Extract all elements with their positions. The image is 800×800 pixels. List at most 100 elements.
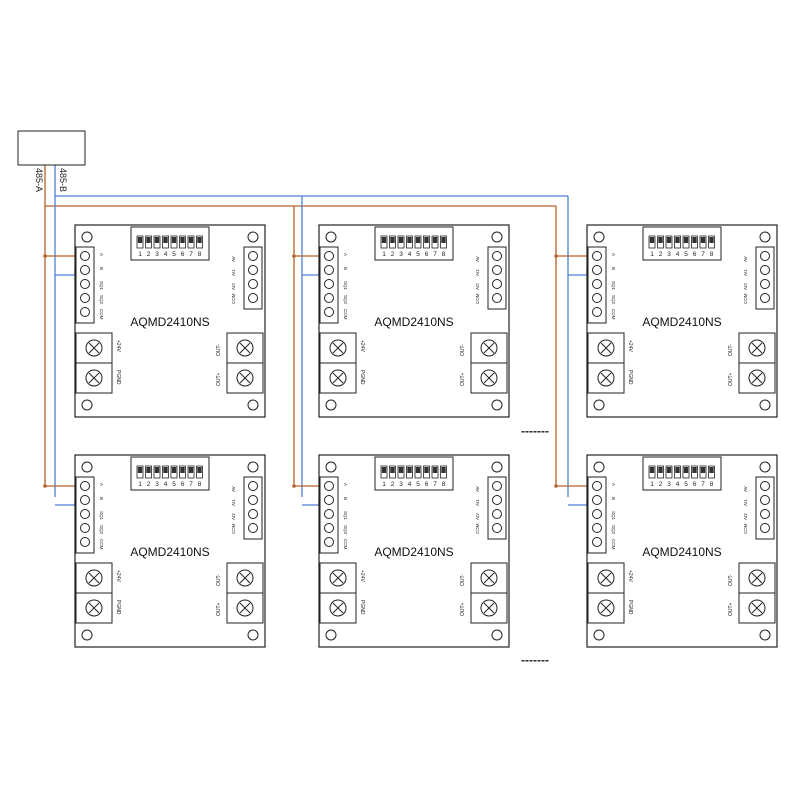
terminal-screw (248, 293, 258, 303)
board-model-label: AQMD2410NS (374, 315, 453, 329)
power-terminal-label: PGND (359, 370, 365, 385)
dip-switch-toggle (390, 237, 395, 243)
signal-terminal-label: B (611, 497, 616, 500)
screw-slot (600, 342, 612, 354)
dip-switch-toggle (180, 237, 185, 243)
dip-switch-number: 5 (684, 481, 688, 488)
analog-terminal-label: AI2 (743, 513, 748, 520)
analog-terminal-label: AI2 (231, 513, 236, 520)
mounting-hole (81, 399, 93, 411)
dip-switch-toggle (424, 467, 429, 473)
dip-switch-toggle (658, 467, 663, 473)
terminal-screw (248, 495, 258, 505)
mounting-hole (325, 231, 337, 243)
analog-terminal-label: AI1 (231, 269, 236, 276)
motor-terminal-label: OUT+ (216, 602, 222, 616)
signal-terminal-label: A (343, 253, 348, 256)
terminal-screw (80, 495, 90, 505)
dip-switch-toggle (415, 467, 421, 473)
motor-terminal-label: OUT- (460, 574, 466, 586)
terminal-screw (760, 481, 770, 491)
mounting-hole (593, 629, 605, 641)
screw-slot (483, 372, 495, 384)
signal-terminal-label: SQ2 (99, 295, 104, 305)
dip-switch-number: 6 (693, 251, 697, 258)
dip-switch-number: 4 (676, 481, 680, 488)
signal-terminal-label: B (611, 267, 616, 270)
signal-terminal-label: SQ1 (99, 511, 104, 521)
signal-terminal-label: SQ1 (343, 511, 348, 521)
signal-terminal-label: COM (343, 309, 348, 320)
dip-switch-number: 2 (659, 251, 663, 258)
terminal-screw (324, 307, 334, 317)
dip-switch-toggle (666, 467, 672, 473)
power-terminal-label: +24V (359, 340, 365, 352)
analog-terminal-block (243, 476, 263, 540)
dip-switch-block (374, 456, 454, 491)
analog-terminal-label: AV (231, 256, 236, 262)
power-terminal-label: PGND (627, 370, 633, 385)
terminal-screw (492, 523, 502, 533)
screw-slot (332, 602, 344, 614)
dip-switch-toggle (188, 467, 194, 473)
power-terminal-label: +24V (627, 570, 633, 582)
dip-switch-toggle (658, 237, 663, 243)
terminal-screw (80, 279, 90, 289)
signal-terminal-label: B (99, 267, 104, 270)
dip-switch-block (374, 226, 454, 261)
mounting-hole (325, 629, 337, 641)
screw-slot (751, 602, 763, 614)
dip-switch-toggle (683, 237, 689, 243)
dip-switch-number: 1 (138, 481, 142, 488)
line-b-label: 485-B (58, 168, 68, 192)
mounting-hole (247, 461, 259, 473)
terminal-screw (592, 537, 602, 547)
motor-terminal-label: OUT+ (728, 372, 734, 386)
dip-switch-block (642, 226, 722, 261)
dip-switch-number: 3 (667, 481, 671, 488)
terminal-screw (80, 293, 90, 303)
analog-terminal-block (755, 246, 775, 310)
terminal-screw (80, 251, 90, 261)
signal-terminal-label: COM (611, 539, 616, 550)
screw-slot (239, 572, 251, 584)
dip-switch-toggle (441, 237, 446, 243)
terminal-screw (492, 265, 502, 275)
dip-switch-toggle (432, 467, 438, 473)
dip-switch-number: 8 (198, 481, 202, 488)
dip-switch-number: 8 (710, 251, 714, 258)
master-controller-box (17, 130, 86, 166)
dip-switch-number: 3 (155, 481, 159, 488)
dip-switch-toggle (441, 467, 446, 473)
terminal-screw (760, 293, 770, 303)
dip-switch-block (130, 456, 210, 491)
dip-switch-toggle (381, 467, 387, 473)
dip-switch-number: 4 (164, 481, 168, 488)
terminal-screw (324, 523, 334, 533)
motor-terminal-label: OUT- (728, 574, 734, 586)
dip-switch-toggle (154, 237, 160, 243)
screw-slot (600, 572, 612, 584)
dip-switch-toggle (171, 237, 177, 243)
dip-switch-toggle (398, 467, 404, 473)
line-a-node (43, 484, 47, 488)
dip-switch-number: 8 (198, 251, 202, 258)
terminal-screw (492, 279, 502, 289)
master-device: 485-A 485-B (17, 130, 86, 192)
screw-slot (751, 572, 763, 584)
signal-terminal-label: A (99, 253, 104, 256)
screw-slot (332, 342, 344, 354)
motor-terminal-label: OUT+ (460, 602, 466, 616)
dip-switch-toggle (415, 237, 421, 243)
analog-terminal-label: COM (475, 293, 480, 304)
terminal-screw (760, 279, 770, 289)
screw-slot (751, 372, 763, 384)
board-model-label: AQMD2410NS (130, 315, 209, 329)
dip-switch-number: 2 (659, 481, 663, 488)
dip-switch-number: 3 (155, 251, 159, 258)
dip-switch-number: 6 (693, 481, 697, 488)
